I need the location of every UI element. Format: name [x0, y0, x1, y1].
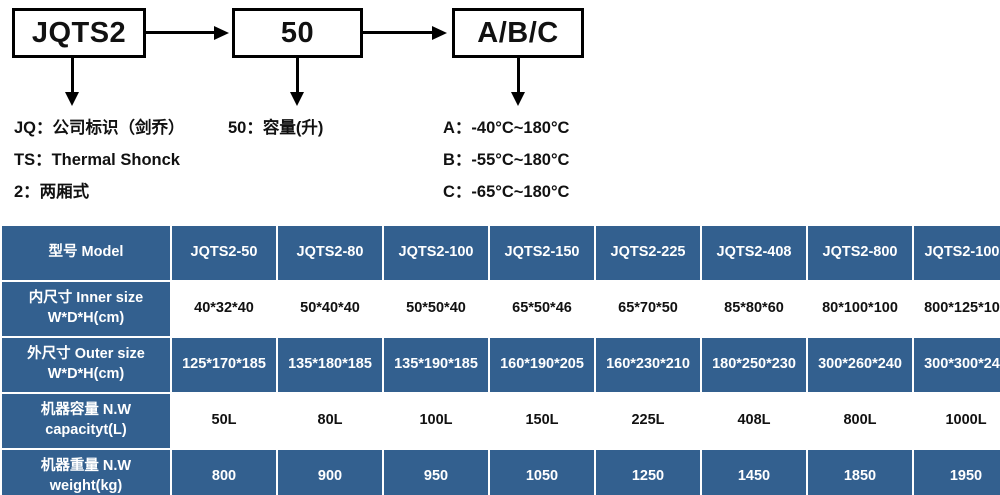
table-cell: 180*250*230 [702, 338, 806, 392]
table-cell: 135*190*185 [384, 338, 488, 392]
table-header-model: JQTS2-408 [702, 226, 806, 280]
diagram-box-model: JQTS2 [12, 8, 146, 58]
legend-item: JQ：公司标识（剑乔） [14, 119, 185, 137]
table-cell: 125*170*185 [172, 338, 276, 392]
arrow-right-icon [214, 26, 229, 40]
table-cell: 1450 [702, 450, 806, 495]
row-label-line2: W*D*H(cm) [47, 366, 125, 382]
table-header-row: 型号 Model JQTS2-50 JQTS2-80 JQTS2-100 JQT… [2, 226, 1000, 280]
connector-line-model-to-capacity [146, 31, 218, 34]
table-cell: 225L [596, 394, 700, 448]
table-header-model: JQTS2-225 [596, 226, 700, 280]
connector-line-capacity-to-temperature [363, 31, 435, 34]
table-cell: 1950 [914, 450, 1000, 495]
table-cell: 80*100*100 [808, 282, 912, 336]
table-cell: 80L [278, 394, 382, 448]
table-cell: 150L [490, 394, 594, 448]
table-cell: 100L [384, 394, 488, 448]
table-header-model: JQTS2-800 [808, 226, 912, 280]
row-label-line2: capacityt(L) [45, 422, 127, 438]
arrow-down-icon [65, 92, 79, 106]
table-cell: 40*32*40 [172, 282, 276, 336]
diagram-box-temperature: A/B/C [452, 8, 584, 58]
arrow-down-icon [511, 92, 525, 106]
table-cell: 300*260*240 [808, 338, 912, 392]
table-cell: 160*190*205 [490, 338, 594, 392]
connector-line-model-down [71, 58, 74, 94]
row-label-line1: 机器重量 N.W [40, 458, 132, 475]
table-cell: 1850 [808, 450, 912, 495]
specification-table: 型号 Model JQTS2-50 JQTS2-80 JQTS2-100 JQT… [0, 224, 1000, 495]
legend-item: A：-40°C~180°C [443, 119, 570, 137]
table-header-model: JQTS2-1000 [914, 226, 1000, 280]
legend-item: 50：容量(升) [228, 119, 324, 137]
table-header-model: JQTS2-150 [490, 226, 594, 280]
table-cell: 160*230*210 [596, 338, 700, 392]
row-label-weight: 机器重量 N.W weight(kg) [2, 450, 170, 495]
legend-item: B：-55°C~180°C [443, 151, 570, 169]
connector-line-capacity-down [296, 58, 299, 94]
table-row: 外尺寸 Outer size W*D*H(cm) 125*170*185 135… [2, 338, 1000, 392]
table-cell: 1050 [490, 450, 594, 495]
table-cell: 135*180*185 [278, 338, 382, 392]
table-cell: 950 [384, 450, 488, 495]
table-cell: 50*40*40 [278, 282, 382, 336]
row-label-line2: weight(kg) [49, 478, 123, 494]
table-cell: 300*300*240 [914, 338, 1000, 392]
diagram-box-model-label: JQTS2 [31, 16, 127, 49]
legend-item: 2：两厢式 [14, 183, 90, 201]
table-cell: 1000L [914, 394, 1000, 448]
table-cell: 85*80*60 [702, 282, 806, 336]
table-cell: 65*70*50 [596, 282, 700, 336]
table-cell: 65*50*46 [490, 282, 594, 336]
legend-model-meaning: JQ：公司标识（剑乔） TS：Thermal Shonck 2：两厢式 [14, 112, 185, 208]
table-header-model: JQTS2-50 [172, 226, 276, 280]
table-row: 内尺寸 Inner size W*D*H(cm) 40*32*40 50*40*… [2, 282, 1000, 336]
row-label-line1: 内尺寸 Inner size [28, 290, 144, 307]
table-row: 机器容量 N.W capacityt(L) 50L 80L 100L 150L … [2, 394, 1000, 448]
table-cell: 800L [808, 394, 912, 448]
row-label-line1: 外尺寸 Outer size [27, 346, 145, 363]
model-code-diagram: JQTS2 50 A/B/C JQ：公司标识（剑乔） TS：Thermal Sh… [0, 0, 1000, 215]
row-label-line1: 机器容量 N.W [40, 402, 132, 419]
table-row: 机器重量 N.W weight(kg) 800 900 950 1050 125… [2, 450, 1000, 495]
table-cell: 800 [172, 450, 276, 495]
row-label-line2: W*D*H(cm) [47, 310, 125, 326]
arrow-right-icon [432, 26, 447, 40]
legend-temperature-meaning: A：-40°C~180°C B：-55°C~180°C C：-65°C~180°… [443, 112, 569, 208]
diagram-box-temperature-label: A/B/C [477, 16, 559, 49]
table-header-model: JQTS2-100 [384, 226, 488, 280]
row-label-capacity: 机器容量 N.W capacityt(L) [2, 394, 170, 448]
diagram-box-capacity-label: 50 [280, 16, 315, 49]
legend-item: TS：Thermal Shonck [14, 151, 180, 169]
table-cell: 800*125*100 [914, 282, 1000, 336]
diagram-box-capacity: 50 [232, 8, 363, 58]
row-label-outer-size: 外尺寸 Outer size W*D*H(cm) [2, 338, 170, 392]
table-cell: 900 [278, 450, 382, 495]
legend-capacity-meaning: 50：容量(升) [228, 112, 323, 144]
legend-item: C：-65°C~180°C [443, 183, 570, 201]
row-label-inner-size: 内尺寸 Inner size W*D*H(cm) [2, 282, 170, 336]
connector-line-temperature-down [517, 58, 520, 94]
table-cell: 1250 [596, 450, 700, 495]
table-header-model: JQTS2-80 [278, 226, 382, 280]
table-cell: 408L [702, 394, 806, 448]
table-cell: 50L [172, 394, 276, 448]
arrow-down-icon [290, 92, 304, 106]
table-header-label: 型号 Model [2, 226, 170, 280]
table-cell: 50*50*40 [384, 282, 488, 336]
